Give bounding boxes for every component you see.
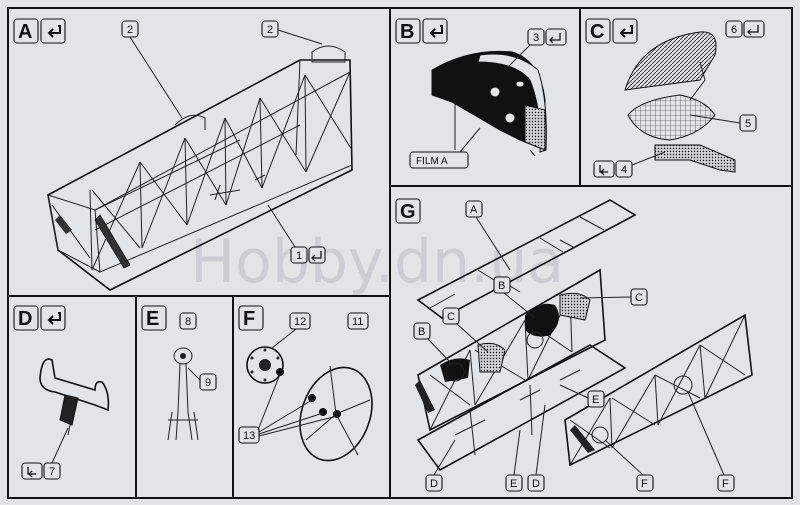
callout-8: 8	[179, 312, 197, 330]
callout-g-f-right: F	[687, 391, 735, 492]
wheel-parts-drawing	[246, 346, 373, 462]
panel-b: B 3 FILM A	[395, 18, 567, 169]
return-arrow-icon	[747, 25, 759, 36]
callout-label: 6	[731, 24, 737, 36]
panel-e: E 8 9	[141, 305, 217, 441]
callout-label: 12	[294, 316, 306, 328]
callout-4: 4	[593, 151, 666, 178]
callout-label: 9	[205, 377, 211, 389]
return-arrow-icon	[549, 33, 561, 44]
panel-f: F 12 11 13	[238, 305, 373, 462]
panel-f-header: F	[238, 305, 264, 331]
panel-f-frame	[232, 295, 391, 499]
callout-label: 4	[621, 164, 627, 176]
panel-g: G	[395, 198, 753, 492]
panel-c-header: C	[585, 18, 638, 44]
landing-gear-drawing	[167, 347, 199, 441]
return-arrow-icon	[311, 251, 322, 262]
panel-b-letter: B	[400, 21, 414, 43]
callout-12: 12	[271, 312, 311, 349]
callout-label: A	[470, 204, 478, 216]
callout-g-e-bottom: E	[505, 429, 523, 492]
callout-label: F	[722, 478, 729, 490]
callout-label: 2	[267, 24, 273, 36]
callout-label: E	[510, 478, 517, 490]
panel-d-header: D	[13, 305, 66, 331]
callout-g-d-left: D	[425, 439, 456, 492]
callout-label: C	[635, 292, 643, 304]
callout-g-d-bottom: D	[527, 404, 546, 492]
panel-e-header: E	[141, 305, 167, 331]
callout-label: 3	[533, 32, 539, 44]
callout-label: 2	[127, 24, 133, 36]
callout-label: D	[532, 478, 540, 490]
panel-d-letter: D	[18, 308, 32, 330]
film-panel-drawing	[431, 50, 547, 157]
panel-a-header: A	[13, 18, 66, 44]
callout-label: B	[498, 280, 505, 292]
film-label-text: FILM A	[416, 156, 448, 167]
callout-11: 11	[347, 312, 369, 330]
panel-b-header: B	[395, 18, 448, 44]
callout-label: C	[447, 311, 455, 323]
callout-3: 3	[504, 28, 567, 71]
callout-13: 13	[238, 373, 338, 444]
seat-mount-drawing	[39, 358, 110, 436]
panel-d: D 7	[13, 305, 110, 480]
callout-label: 11	[352, 316, 363, 328]
callout-g-f-left: F	[604, 439, 654, 492]
panel-c-letter: C	[590, 21, 604, 43]
panel-e-letter: E	[146, 308, 159, 330]
callout-label: 13	[243, 430, 255, 442]
panel-a: A 2	[13, 18, 353, 291]
callout-2-right: 2	[261, 20, 323, 45]
panel-c: C 6 5 4	[585, 18, 765, 178]
callout-g-c-right: C	[579, 288, 648, 306]
panel-f-letter: F	[243, 308, 255, 330]
callout-2-left: 2	[121, 20, 183, 119]
callout-g-b-top: B	[493, 276, 536, 319]
callout-label: 7	[49, 466, 55, 478]
return-arrow-icon	[599, 165, 608, 176]
callout-5: 5	[689, 114, 757, 132]
callout-g-a: A	[465, 200, 511, 271]
callout-g-c-left: C	[442, 307, 489, 353]
callout-label: F	[641, 478, 648, 490]
callout-label: D	[430, 478, 438, 490]
panel-g-letter: G	[400, 201, 416, 223]
callout-6: 6	[725, 20, 765, 38]
callout-label: 5	[745, 118, 751, 130]
callout-label: B	[418, 326, 425, 338]
film-a-label: FILM A	[409, 127, 481, 169]
callout-g-e-right: E	[559, 384, 605, 408]
callout-7: 7	[21, 427, 69, 480]
callout-label: 1	[296, 250, 302, 262]
callout-1: 1	[267, 204, 326, 264]
callout-label: 8	[185, 316, 191, 328]
fuselage-frame-drawing	[47, 45, 353, 291]
callout-9: 9	[187, 367, 217, 391]
callout-label: E	[592, 394, 599, 406]
callout-g-b-left: B	[413, 322, 451, 363]
return-arrow-icon	[27, 467, 36, 478]
panel-a-letter: A	[18, 21, 32, 43]
panel-g-header: G	[395, 198, 421, 224]
cockpit-parts-drawing	[624, 31, 736, 173]
